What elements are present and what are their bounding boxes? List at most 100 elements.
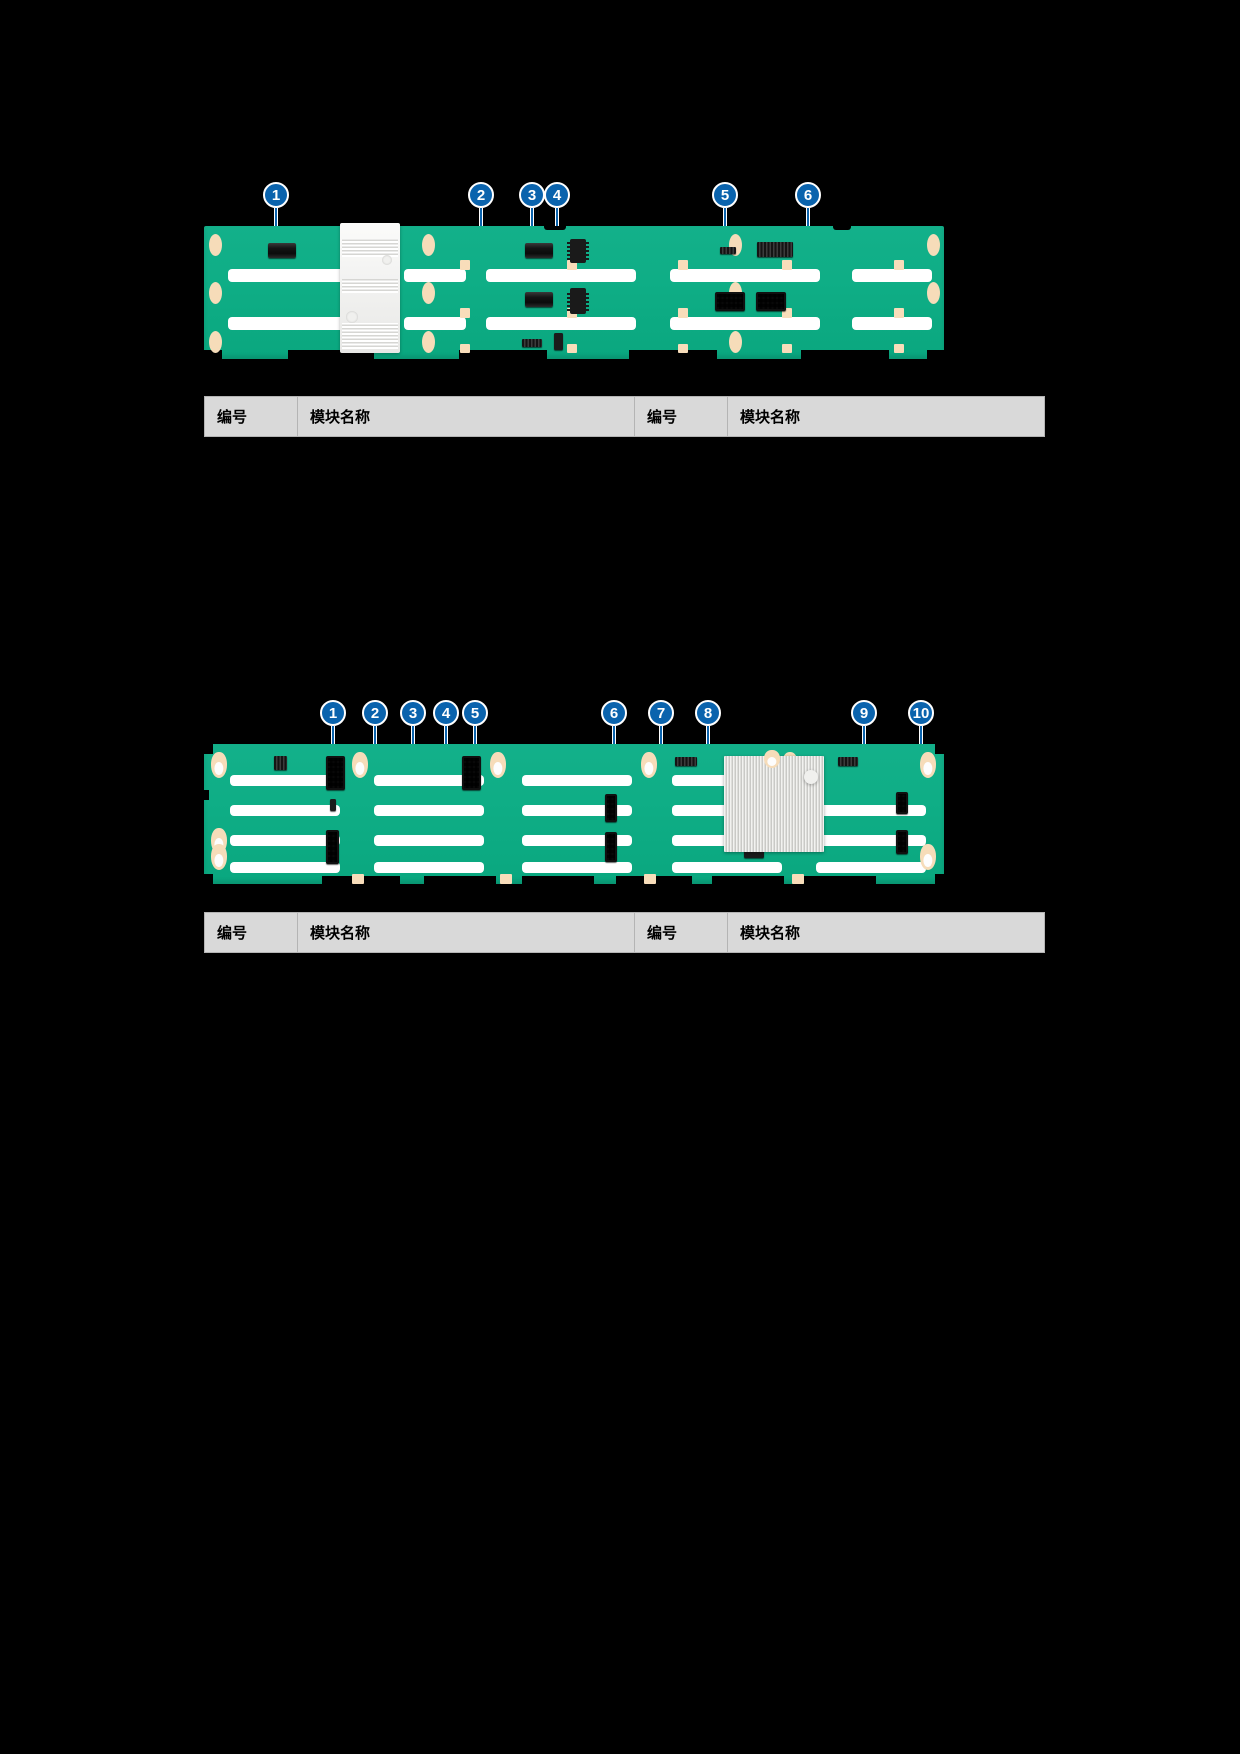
standoff-pad <box>422 282 435 304</box>
board2-slot <box>230 805 340 816</box>
standoff-pad <box>209 331 222 353</box>
module-knob-bottom <box>346 311 358 323</box>
board-slot <box>228 269 368 282</box>
standoff-pad <box>927 234 940 256</box>
connector-10 <box>896 830 908 854</box>
callout-bubble-9: 9 <box>851 700 877 726</box>
table-header-index-right: 编号 <box>634 396 728 437</box>
board-slot <box>670 317 820 330</box>
board-slot <box>404 269 466 282</box>
board2-left-cut-top <box>204 744 213 754</box>
edge-pad <box>894 344 904 353</box>
callout-leader-5 <box>474 726 476 755</box>
power-connector-6 <box>756 292 786 311</box>
screw-pad <box>894 308 904 318</box>
callout-bubble-2: 2 <box>468 182 494 208</box>
board2-left-notch <box>204 790 209 800</box>
callout-leader-1 <box>332 726 334 755</box>
board2-slot <box>816 862 926 873</box>
board2-right-cut-bottom <box>935 874 944 884</box>
screw-pad <box>567 260 577 270</box>
board-slot <box>670 269 820 282</box>
board-bottom-cut-5 <box>801 350 889 359</box>
edge-pad <box>460 344 470 353</box>
module-fins-top <box>342 239 398 257</box>
board-bottom-cut-6 <box>927 350 944 359</box>
module-knob-top <box>382 255 392 265</box>
module-fins-bottom <box>342 323 398 349</box>
standoff-pad <box>422 331 435 353</box>
screw-pad <box>460 260 470 270</box>
board2-slot <box>522 835 632 846</box>
table-header-index-left: 编号 <box>204 912 298 953</box>
small-jumper-2 <box>330 799 336 811</box>
ic-chip <box>567 288 589 314</box>
standoff-pad <box>927 282 940 304</box>
module-name-table-1: 编号 模块名称 编号 模块名称 <box>204 396 1045 437</box>
connector-6 <box>605 794 617 822</box>
board2-slot <box>672 862 782 873</box>
board2-slot <box>522 862 632 873</box>
callout-bubble-6: 6 <box>601 700 627 726</box>
pcb-board-1 <box>204 223 944 359</box>
standoff-pad <box>211 844 227 870</box>
standoff-pad <box>352 752 368 778</box>
board2-bottom-cut <box>804 876 876 884</box>
callout-bubble-1: 1 <box>263 182 289 208</box>
board2-bottom-cut <box>424 876 496 884</box>
board2-slot <box>816 835 926 846</box>
standoff-pad <box>920 844 936 870</box>
callout-bubble-1: 1 <box>320 700 346 726</box>
callout-bubble-4: 4 <box>433 700 459 726</box>
pin-header-right <box>838 757 858 766</box>
screw-pad <box>678 260 688 270</box>
callout-bubble-5: 5 <box>462 700 488 726</box>
module-fins-mid <box>342 279 398 293</box>
standoff-pad <box>209 282 222 304</box>
board-slot <box>228 317 368 330</box>
pin-header-mid <box>675 757 697 766</box>
board-bottom-cut-4 <box>629 350 717 359</box>
screw-pad <box>460 308 470 318</box>
power-supply-module <box>340 223 400 353</box>
callout-bubble-4: 4 <box>544 182 570 208</box>
edge-pad <box>678 344 688 353</box>
board2-slot <box>230 862 340 873</box>
callout-bubble-6: 6 <box>795 182 821 208</box>
board2-slot <box>522 805 632 816</box>
table-header-module-right: 模块名称 <box>727 396 1045 437</box>
board2-bottom-cut <box>522 876 594 884</box>
standoff-pad <box>209 234 222 256</box>
module-name-table-2: 编号 模块名称 编号 模块名称 <box>204 912 1045 953</box>
screw-pad <box>782 260 792 270</box>
edge-pad <box>782 344 792 353</box>
board2-slot <box>816 805 926 816</box>
ic-chip <box>567 239 589 263</box>
figure-1-backplane-front: 1 2 3 4 5 6 <box>0 0 1240 440</box>
connector-3-4 <box>326 830 339 864</box>
standoff-pad <box>641 752 657 778</box>
standoff-pad <box>920 752 936 778</box>
board-slot <box>486 317 636 330</box>
board-slot <box>852 269 932 282</box>
board-top-notch <box>544 226 566 230</box>
pin-header-left <box>274 756 287 770</box>
callout-bubble-8: 8 <box>695 700 721 726</box>
edge-pad <box>352 874 364 884</box>
board-slot <box>404 317 466 330</box>
board-bottom-cut-3 <box>459 350 547 359</box>
connector-3 <box>525 243 553 258</box>
board-slot <box>486 269 636 282</box>
standoff-pad <box>729 331 742 353</box>
board2-slot <box>230 775 340 786</box>
power-connector-5 <box>715 292 745 311</box>
pcb-board-2 <box>204 744 944 884</box>
board-bottom-cut-1 <box>204 350 222 359</box>
standoff-pad <box>211 752 227 778</box>
standoff-pad <box>422 234 435 256</box>
edge-pad <box>792 874 804 884</box>
standoff-pad <box>490 752 506 778</box>
board2-slot <box>522 775 632 786</box>
board2-slot <box>230 835 340 846</box>
table-header-module-right: 模块名称 <box>727 912 1045 953</box>
